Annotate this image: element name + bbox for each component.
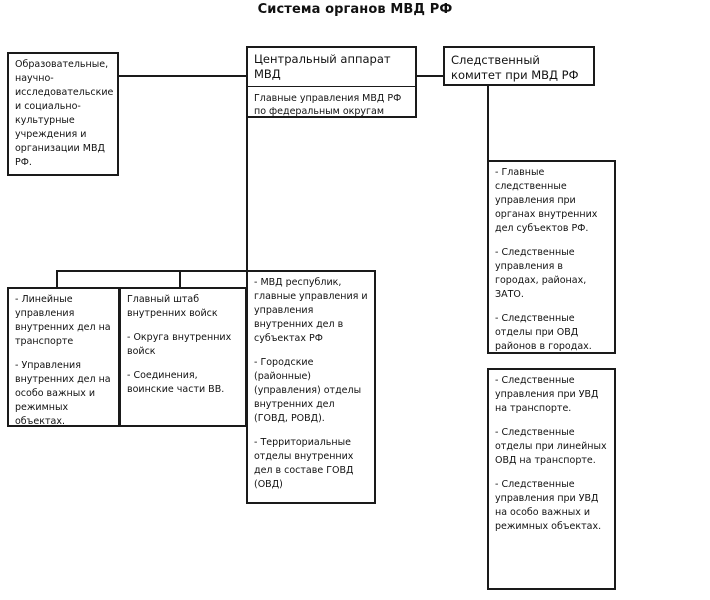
connector-branch-transport <box>56 270 58 288</box>
investigative-committee-box: Следственный комитет при МВД РФ <box>443 46 595 86</box>
diagram-title: Система органов МВД РФ <box>257 2 453 17</box>
transport-item: - Линейные управления внутренних дел на … <box>15 294 111 347</box>
central-apparatus-box: Центральный аппарат МВД Главные управлен… <box>246 46 417 118</box>
education-institutions-box: Образовательные, научно-исследовательски… <box>7 52 119 176</box>
investigation-units-box-transport: - Следственные управления при УВД на тра… <box>487 368 616 590</box>
investigation-item: - Следственные управления при УВД на осо… <box>495 479 602 532</box>
regional-item: - МВД республик, главные управления и уп… <box>254 277 368 344</box>
investigation-units-box-regions: - Главные следственные управления при ор… <box>487 160 616 354</box>
investigation-item: - Следственные отделы при ОВД районов в … <box>495 313 592 352</box>
investigation-item: - Следственные отделы при линейных ОВД н… <box>495 427 607 466</box>
central-apparatus-sub: Главные управления МВД РФ по федеральным… <box>254 93 402 117</box>
troops-item: - Округа внутренних войск <box>127 332 232 357</box>
transport-uvd-box: - Линейные управления внутренних дел на … <box>7 287 120 427</box>
investigation-item: - Следственные управления при УВД на тра… <box>495 375 599 414</box>
connector-branch-horizontal <box>56 270 248 272</box>
investigation-item: - Следственные управления в городах, рай… <box>495 247 587 300</box>
troops-item: - Соединения, воинские части ВВ. <box>127 370 225 395</box>
transport-item: - Управления внутренних дел на особо важ… <box>15 360 111 427</box>
troops-item: Главный штаб внутренних войск <box>127 294 218 319</box>
central-apparatus-header: Центральный аппарат МВД <box>254 52 391 81</box>
investigation-item: - Главные следственные управления при ор… <box>495 167 598 234</box>
central-apparatus-divider <box>248 86 415 87</box>
education-institutions-text: Образовательные, научно-исследовательски… <box>15 59 114 168</box>
connector-central-trunk <box>246 116 248 272</box>
regional-item: - Территориальные отделы внутренних дел … <box>254 437 354 490</box>
investigative-committee-header: Следственный комитет при МВД РФ <box>451 53 579 82</box>
internal-troops-box: Главный штаб внутренних войск - Округа в… <box>119 287 247 427</box>
connector-branch-troops <box>179 270 181 288</box>
connector-committee-trunk <box>487 84 489 162</box>
regional-mvd-box: - МВД республик, главные управления и уп… <box>246 270 376 504</box>
regional-item: - Городские (районные) (управления) отде… <box>254 357 362 424</box>
